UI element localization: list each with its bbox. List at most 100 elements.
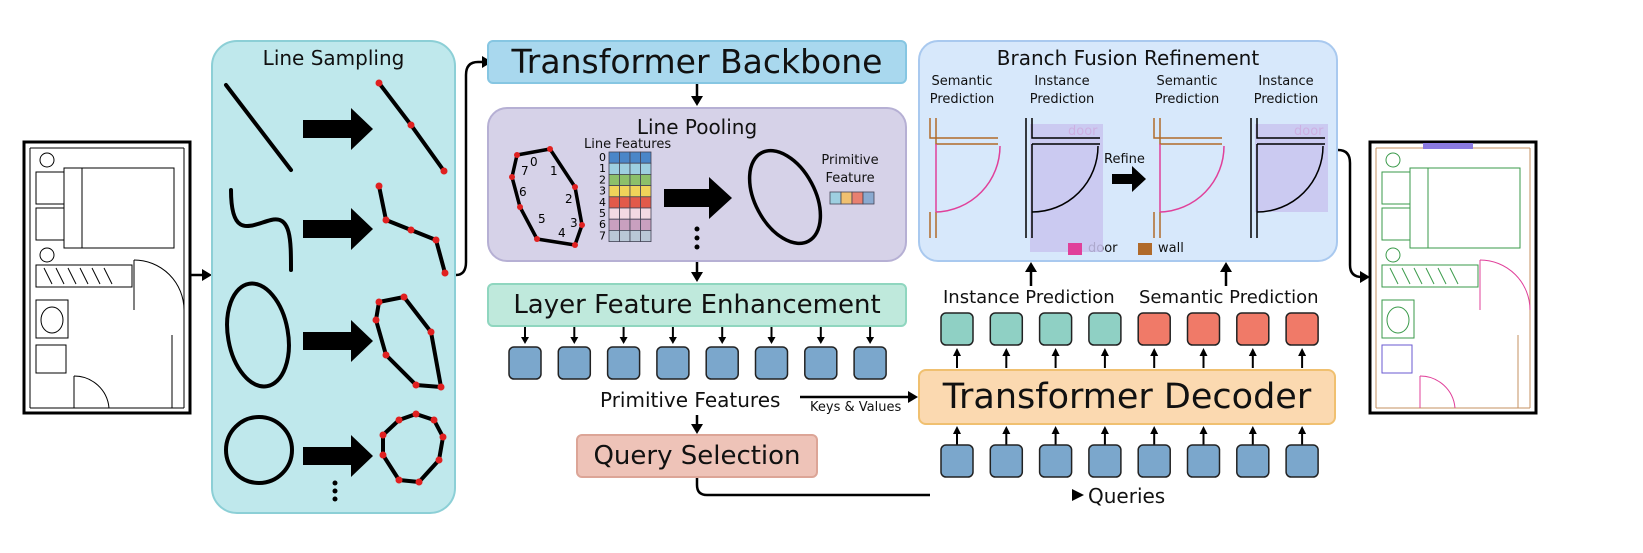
fusion-col-4-line1: Instance (1258, 74, 1314, 89)
polygon-index-label: 6 (519, 185, 527, 199)
sample-points (372, 79, 449, 486)
up-arrow-head (953, 426, 961, 434)
down-arrow-head (718, 337, 727, 344)
line-features-label: Line Features (584, 137, 672, 152)
arrow-sampling-to-backbone (455, 60, 484, 277)
transformer-decoder-title: Transformer Decoder (942, 377, 1312, 417)
primitive-feature-label-1: Primitive (821, 153, 879, 168)
fusion-col-2-line1: Instance (1034, 74, 1090, 89)
primitive-feature-cell (862, 191, 875, 205)
raw-straight-line (224, 83, 293, 172)
up-arrow-head (1298, 426, 1307, 434)
polygon-index-label: 5 (538, 212, 546, 226)
feature-row-index: 3 (599, 185, 606, 198)
up-arrow-head (1051, 426, 1060, 434)
down-arrow-head (866, 337, 875, 344)
prediction-to-fusion-arrows (1025, 262, 1232, 286)
line-feature-cell (619, 218, 631, 231)
primitive-feature-square (656, 346, 690, 380)
fusion-col-3-line2: Prediction (1154, 92, 1220, 107)
line-feature-cell (640, 218, 652, 231)
instance-output-square (1038, 312, 1073, 346)
layer-feature-enhancement-box (487, 283, 907, 327)
line-feature-cell (608, 230, 620, 243)
feature-row-index: 5 (599, 207, 606, 220)
input-floorplan (22, 140, 192, 415)
semantic-output-square (1186, 312, 1221, 346)
up-arrow-head (1248, 426, 1257, 434)
arrow-input-to-sampling (190, 269, 212, 281)
polygon-index-label: 3 (570, 216, 578, 230)
fusion-col-1-line2: Prediction (929, 92, 995, 107)
primitive-feature-cell (840, 191, 853, 205)
up-arrow-head (1199, 348, 1208, 356)
transformer-backbone-box (487, 40, 907, 84)
up-arrow-head (1199, 426, 1208, 434)
line-feature-cell (629, 151, 641, 164)
sampled-ellipse (374, 295, 443, 389)
semantic-output-square (1236, 312, 1270, 346)
feature-row-index: 0 (599, 151, 606, 164)
feature-row-index: 1 (599, 162, 606, 175)
raw-ellipse (225, 281, 291, 389)
line-feature-cell (608, 162, 620, 175)
fusion-instance-2 (1250, 118, 1325, 238)
decoder-io-squares (940, 312, 1319, 478)
primitive-feature-square (705, 346, 739, 380)
transformer-decoder-box (918, 369, 1336, 425)
feature-row-index: 2 (599, 173, 606, 186)
up-arrow-head (1100, 426, 1109, 434)
up-arrow-head (1051, 348, 1060, 356)
output-floorplan (1368, 140, 1538, 415)
instance-output-square (989, 312, 1024, 346)
line-feature-cell (640, 196, 652, 209)
polygon-index-label: 7 (521, 164, 529, 178)
fusion-semantic-1 (929, 118, 1001, 238)
instance-output-square (940, 312, 974, 346)
line-feature-cell (629, 162, 641, 175)
line-feature-cell (608, 174, 620, 187)
query-input-square (1285, 444, 1319, 478)
primitive-feature-square (754, 346, 789, 380)
primitive-feature-label-2: Feature (825, 171, 875, 186)
up-arrow-head (1002, 426, 1011, 434)
fusion-semantic-2 (1153, 118, 1225, 238)
semantic-prediction-label: Semantic Prediction (1139, 287, 1319, 308)
up-arrow-head (1298, 348, 1307, 356)
line-feature-cell (640, 230, 652, 243)
line-pooling-title: Line Pooling (636, 115, 758, 139)
primitive-feature-square (508, 346, 542, 380)
instance-output-square (1088, 312, 1122, 346)
query-input-square (940, 444, 974, 478)
primitive-feature-square (557, 346, 592, 380)
query-input-square (1137, 444, 1171, 478)
primitive-features-label: Primitive Features (600, 388, 781, 412)
line-feature-cell (619, 230, 631, 243)
line-feature-cell (619, 174, 631, 187)
line-feature-cell (629, 218, 641, 231)
line-sampling-title: Line Sampling (262, 46, 405, 70)
query-input-square (989, 444, 1024, 478)
primitive-ellipse (747, 148, 823, 246)
primitive-feature-cell (829, 191, 842, 205)
query-input-square (1088, 444, 1122, 478)
up-arrow-head (1002, 348, 1011, 356)
feature-row-index: 7 (599, 229, 606, 242)
up-arrow-head (953, 348, 961, 356)
primitive-feature-cell (851, 191, 864, 205)
up-arrow-head (1150, 348, 1159, 356)
keys-values-label: Keys & Values (810, 400, 902, 415)
branch-fusion-title: Branch Fusion Refinement (996, 46, 1260, 70)
line-feature-cell (608, 185, 620, 198)
line-feature-cell (629, 230, 641, 243)
line-feature-cell (629, 196, 641, 209)
up-arrow-head (1248, 348, 1257, 356)
line-feature-cell (640, 185, 652, 198)
primitive-feature-squares (508, 327, 887, 380)
line-feature-cell (619, 151, 631, 164)
layer-feature-enhancement-title: Layer Feature Enhancement (513, 290, 881, 320)
fusion-col-2-line2: Prediction (1029, 92, 1095, 107)
line-feature-cell (619, 185, 631, 198)
raw-circle (224, 415, 294, 485)
